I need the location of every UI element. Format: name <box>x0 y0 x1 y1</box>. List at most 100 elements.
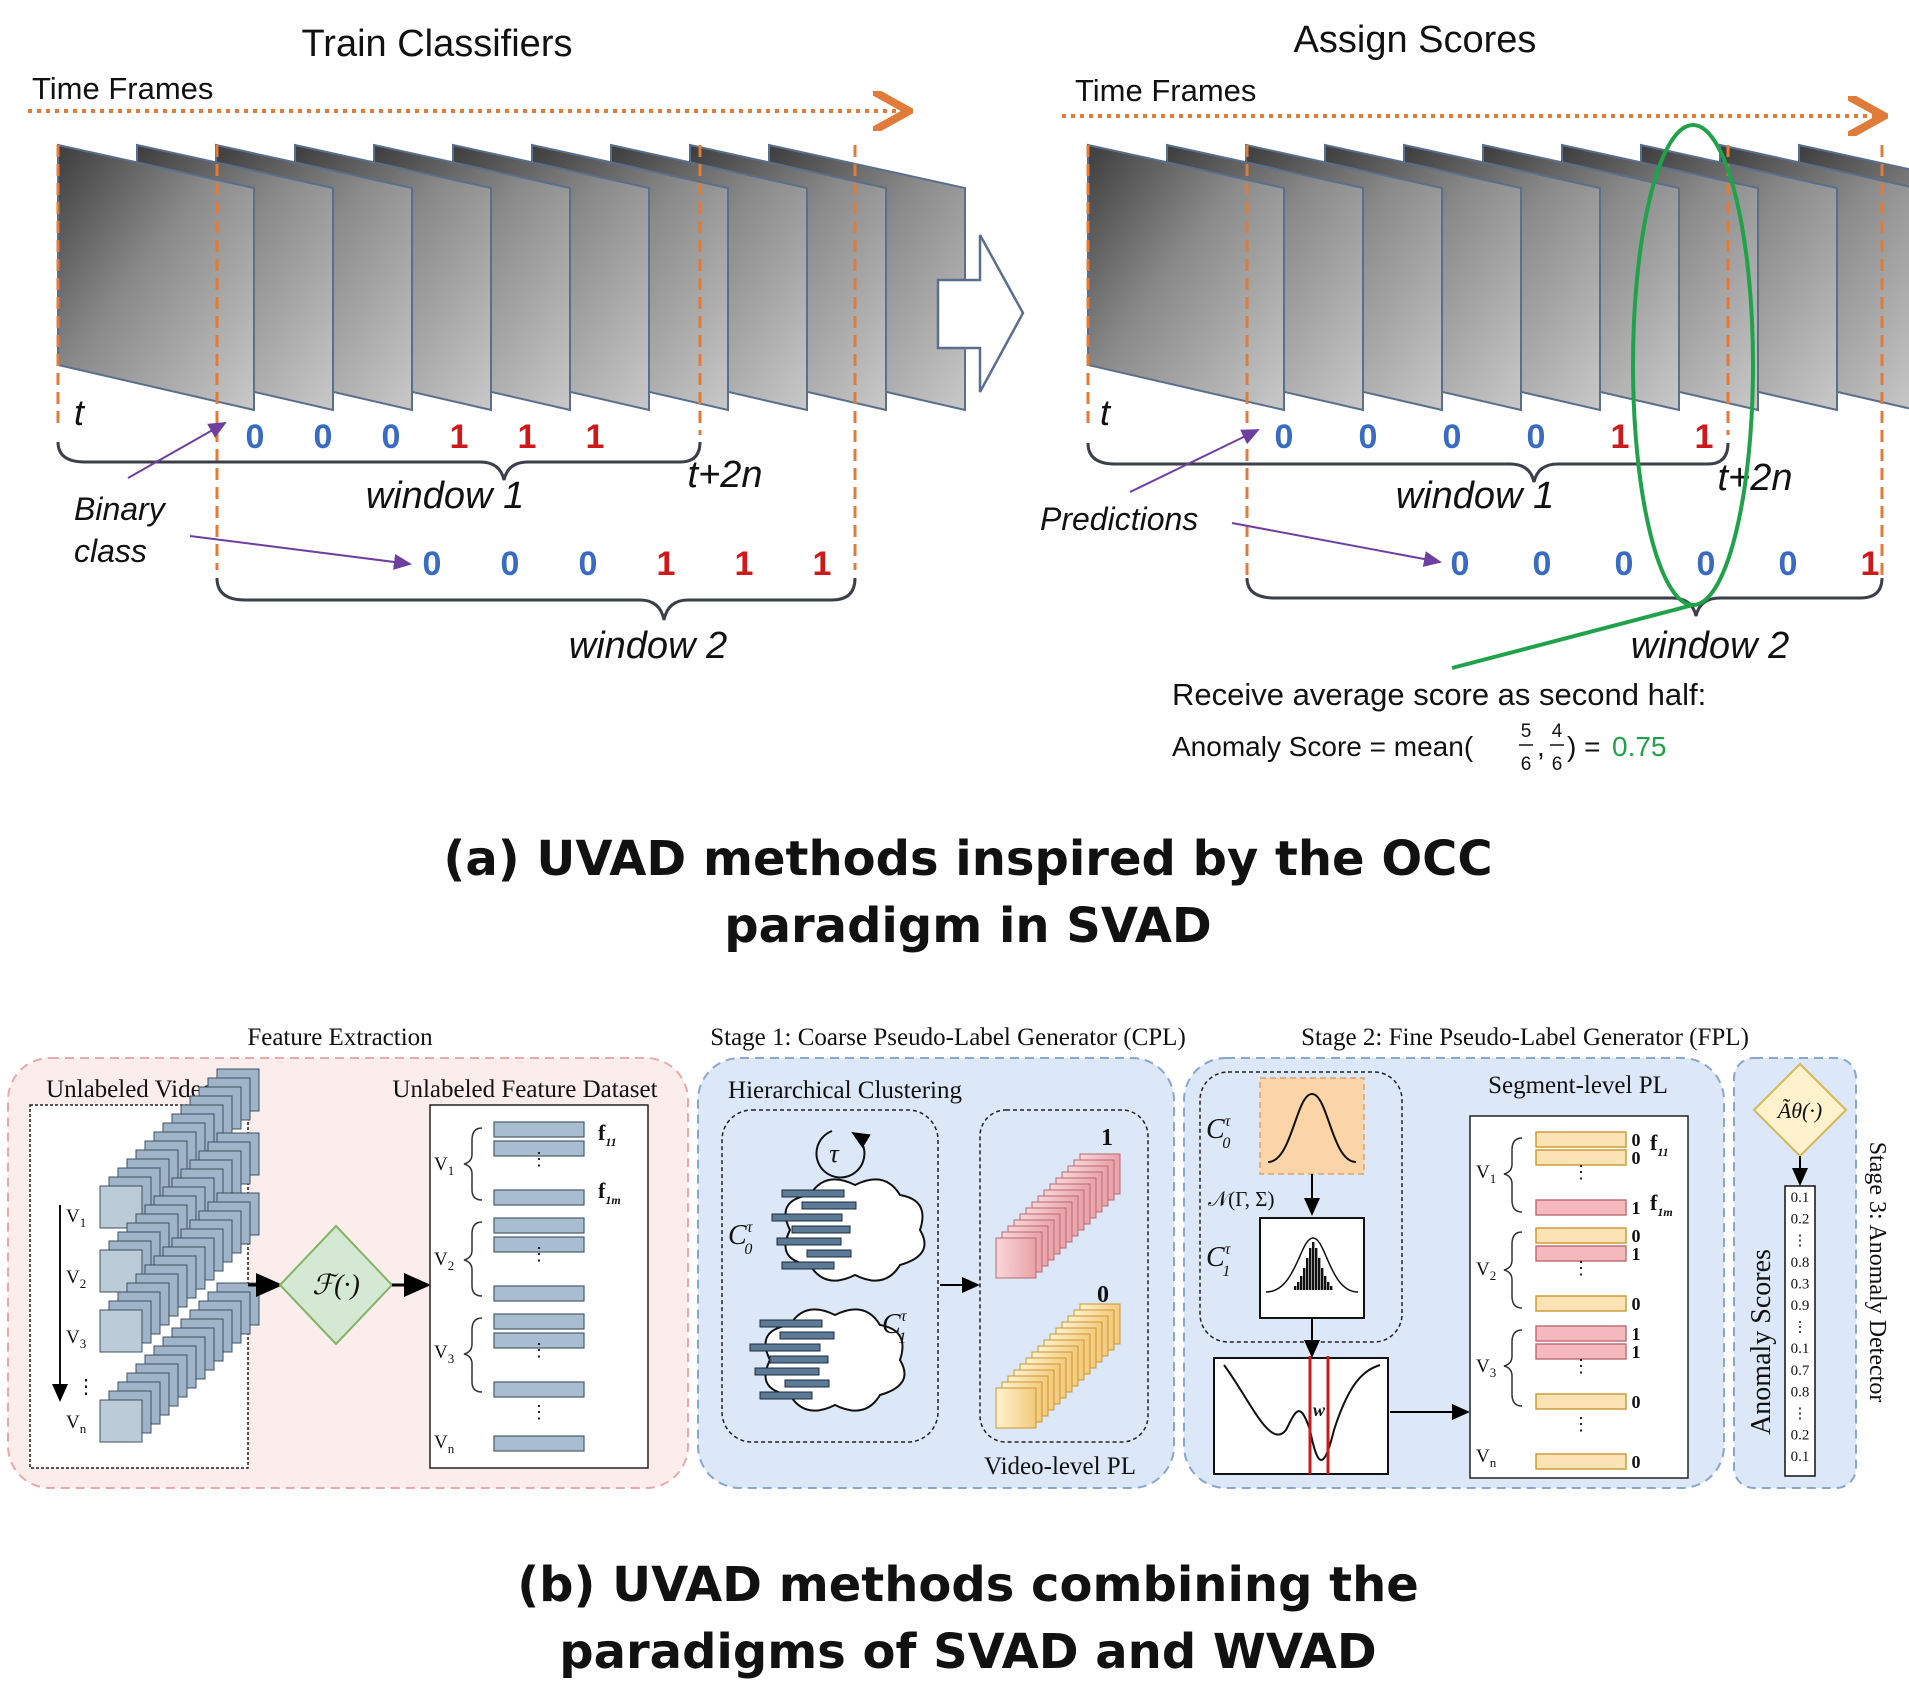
normal-video-stack <box>995 1303 1121 1429</box>
label-digit: 1 <box>1695 418 1714 456</box>
segment-pseudo-label: 0 <box>1632 1294 1641 1314</box>
label-digit: 1 <box>518 418 537 456</box>
fraction-2-denominator: 6 <box>1552 754 1563 775</box>
feature-group-v3: V3 <box>434 1342 454 1366</box>
feature-bar <box>493 1121 585 1138</box>
clustered-feature <box>759 1391 813 1400</box>
segment-pseudo-label: 0 <box>1632 1452 1641 1472</box>
t-plus-2n-label: t+2n <box>687 454 762 496</box>
anomaly-score: 0.1 <box>1791 1341 1810 1357</box>
label-digit: 0 <box>1533 545 1552 583</box>
cluster-0-features <box>771 1189 857 1270</box>
label-digit: 0 <box>1615 545 1634 583</box>
segment-bars: ⋮⋮⋮⋮ <box>1535 1131 1627 1470</box>
feature-group-v1: V1 <box>434 1154 454 1178</box>
transition-arrow <box>936 234 1025 393</box>
anomaly-score: ⋮ <box>1793 1320 1808 1336</box>
receive-average-text: Receive average score as second half: <box>1172 677 1706 712</box>
label-digit: 1 <box>1611 418 1630 456</box>
histogram <box>1265 1237 1359 1293</box>
green-pointer-line <box>1451 603 1694 670</box>
feature-bar <box>493 1189 585 1206</box>
label-digit: 0 <box>382 418 401 456</box>
formula-comma: , <box>1537 731 1545 762</box>
clustered-feature <box>759 1319 823 1328</box>
panel-b: Feature Extraction Stage 1: Coarse Pseud… <box>7 1024 1890 1489</box>
segment-pseudo-label: 1 <box>1632 1198 1641 1218</box>
window-2-brace-right <box>1245 577 1884 617</box>
clustered-feature <box>781 1189 845 1198</box>
caption-a-line-2: paradigm in SVAD <box>724 898 1212 954</box>
clustered-feature <box>749 1343 821 1352</box>
feature-braces <box>463 1127 483 1393</box>
distribution-box <box>1199 1071 1403 1343</box>
normal-distribution-label: 𝒩(Γ, Σ) <box>1208 1187 1274 1211</box>
video-frame <box>57 143 255 412</box>
feature-bar <box>493 1313 585 1330</box>
feature-bar <box>493 1140 585 1157</box>
t-label-right: t <box>1100 392 1112 433</box>
score-list: 0.10.2⋮0.80.30.9⋮0.10.70.8⋮0.20.1 <box>1791 1190 1810 1465</box>
label-digit: 1 <box>657 545 676 583</box>
segment-bar <box>1535 1393 1627 1410</box>
histogram-bar <box>1312 1242 1315 1290</box>
segment-bar <box>1535 1199 1627 1216</box>
binary-class-label-2: class <box>74 533 147 569</box>
segment-ellipsis: ⋮ <box>1572 1258 1590 1278</box>
clustered-feature <box>776 1237 842 1246</box>
video-pl-box <box>979 1109 1149 1443</box>
anomaly-score: ⋮ <box>1793 1233 1808 1249</box>
feature-bar <box>493 1435 585 1452</box>
segment-level-pl-title: Segment-level PL <box>1488 1072 1668 1099</box>
fitted-curve <box>1265 1237 1359 1293</box>
anomaly-score: 0.3 <box>1791 1276 1810 1292</box>
anomaly-score: 0.9 <box>1791 1298 1810 1314</box>
histogram-bar <box>1321 1268 1324 1290</box>
window-2-label-right: window 2 <box>1631 625 1789 667</box>
binary-class-label-1: Binary <box>74 491 167 527</box>
caption-b-line-1: (b) UVAD methods combining the <box>517 1557 1419 1613</box>
video-pl-cube <box>995 1387 1037 1429</box>
clustered-feature <box>781 1261 835 1270</box>
clustered-feature <box>801 1201 857 1210</box>
histogram-bar <box>1330 1286 1333 1290</box>
anomaly-score-value: 0.75 <box>1612 731 1667 762</box>
segment-pseudo-label: 1 <box>1632 1342 1641 1362</box>
clustered-feature <box>791 1225 851 1234</box>
formula-prefix: Anomaly Score = mean( <box>1172 731 1474 762</box>
label-digit: 1 <box>586 418 605 456</box>
feature-bar <box>493 1332 585 1349</box>
segment-bar <box>1535 1149 1627 1166</box>
label-digit: 1 <box>813 545 832 583</box>
anomaly-score: 0.8 <box>1791 1384 1810 1400</box>
label-digit: 0 <box>1697 545 1716 583</box>
feature-extractor-label: ℱ(·) <box>312 1270 360 1301</box>
segment-pseudo-label: 1 <box>1632 1324 1641 1344</box>
segment-bar <box>1535 1245 1627 1262</box>
predictions-label: Predictions <box>1040 501 1198 537</box>
stage-2-title: Stage 2: Fine Pseudo-Label Generator (FP… <box>1301 1024 1749 1051</box>
segment-ellipsis: ⋮ <box>1572 1356 1590 1376</box>
label-digit: 0 <box>579 545 598 583</box>
feature-extractor-diamond <box>278 1224 394 1346</box>
histogram-bar <box>1324 1276 1327 1290</box>
anomaly-score: 0.1 <box>1791 1449 1810 1465</box>
segment-bar <box>1535 1325 1627 1342</box>
video-label-1: V1 <box>66 1206 86 1230</box>
feature-label-f1m: f1m <box>598 1178 621 1207</box>
video-frames-stack <box>57 143 966 412</box>
feature-ellipsis: ⋮ <box>530 1402 548 1422</box>
train-classifiers-title: Train Classifiers <box>302 23 573 65</box>
feature-bar <box>493 1285 585 1302</box>
label-digit: 1 <box>1861 545 1880 583</box>
histogram-bar <box>1309 1248 1312 1290</box>
histogram-bar <box>1294 1286 1297 1290</box>
label-digit: 0 <box>246 418 265 456</box>
feature-ellipsis: ⋮ <box>530 1149 548 1169</box>
label-digit: 0 <box>1451 545 1470 583</box>
histogram-bar <box>1315 1248 1318 1290</box>
video-pl-one: 1 <box>1101 1125 1113 1151</box>
